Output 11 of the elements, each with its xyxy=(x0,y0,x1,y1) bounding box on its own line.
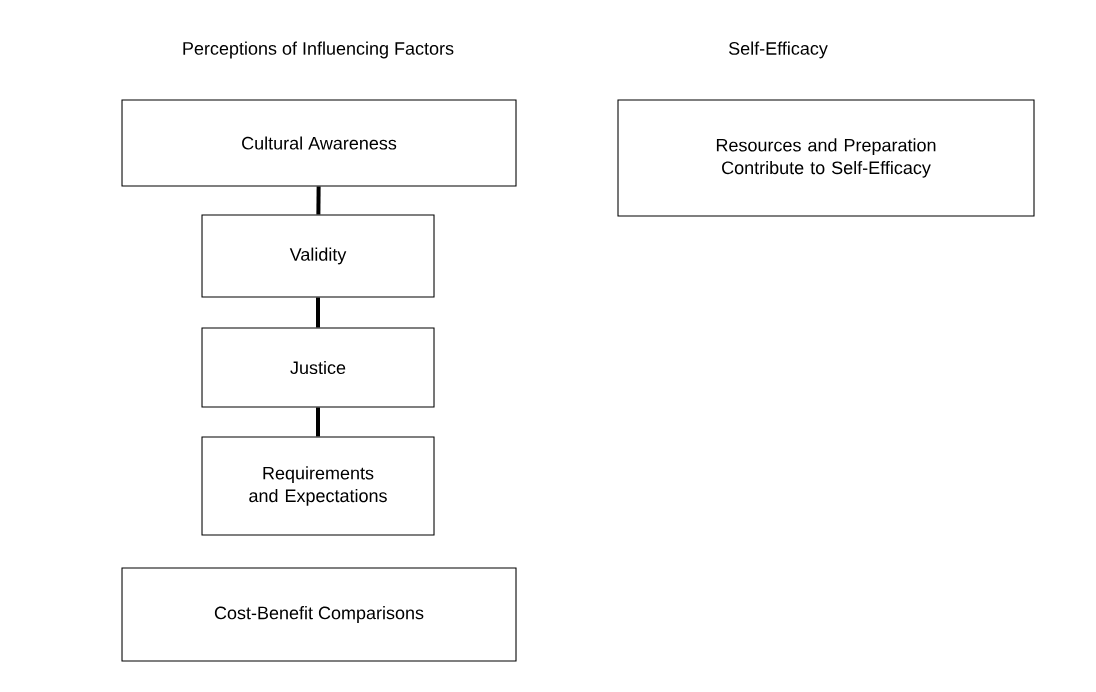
text-box: Cost-Benefit Comparisons xyxy=(121,567,517,662)
heading: Self-Efficacy xyxy=(728,41,828,59)
connector-line xyxy=(316,297,320,328)
text-box: Validity xyxy=(201,214,435,298)
text-box: Resources and Preparation Contribute to Self-Efficacy xyxy=(617,99,1035,217)
connector-line xyxy=(316,407,320,437)
text-box: Justice xyxy=(201,327,435,408)
text-box: Cultural Awareness xyxy=(121,99,517,187)
heading: Perceptions of Influencing Factors xyxy=(183,41,454,59)
connector-line xyxy=(316,186,321,215)
text-box: Requirements and Expectations xyxy=(201,436,435,536)
